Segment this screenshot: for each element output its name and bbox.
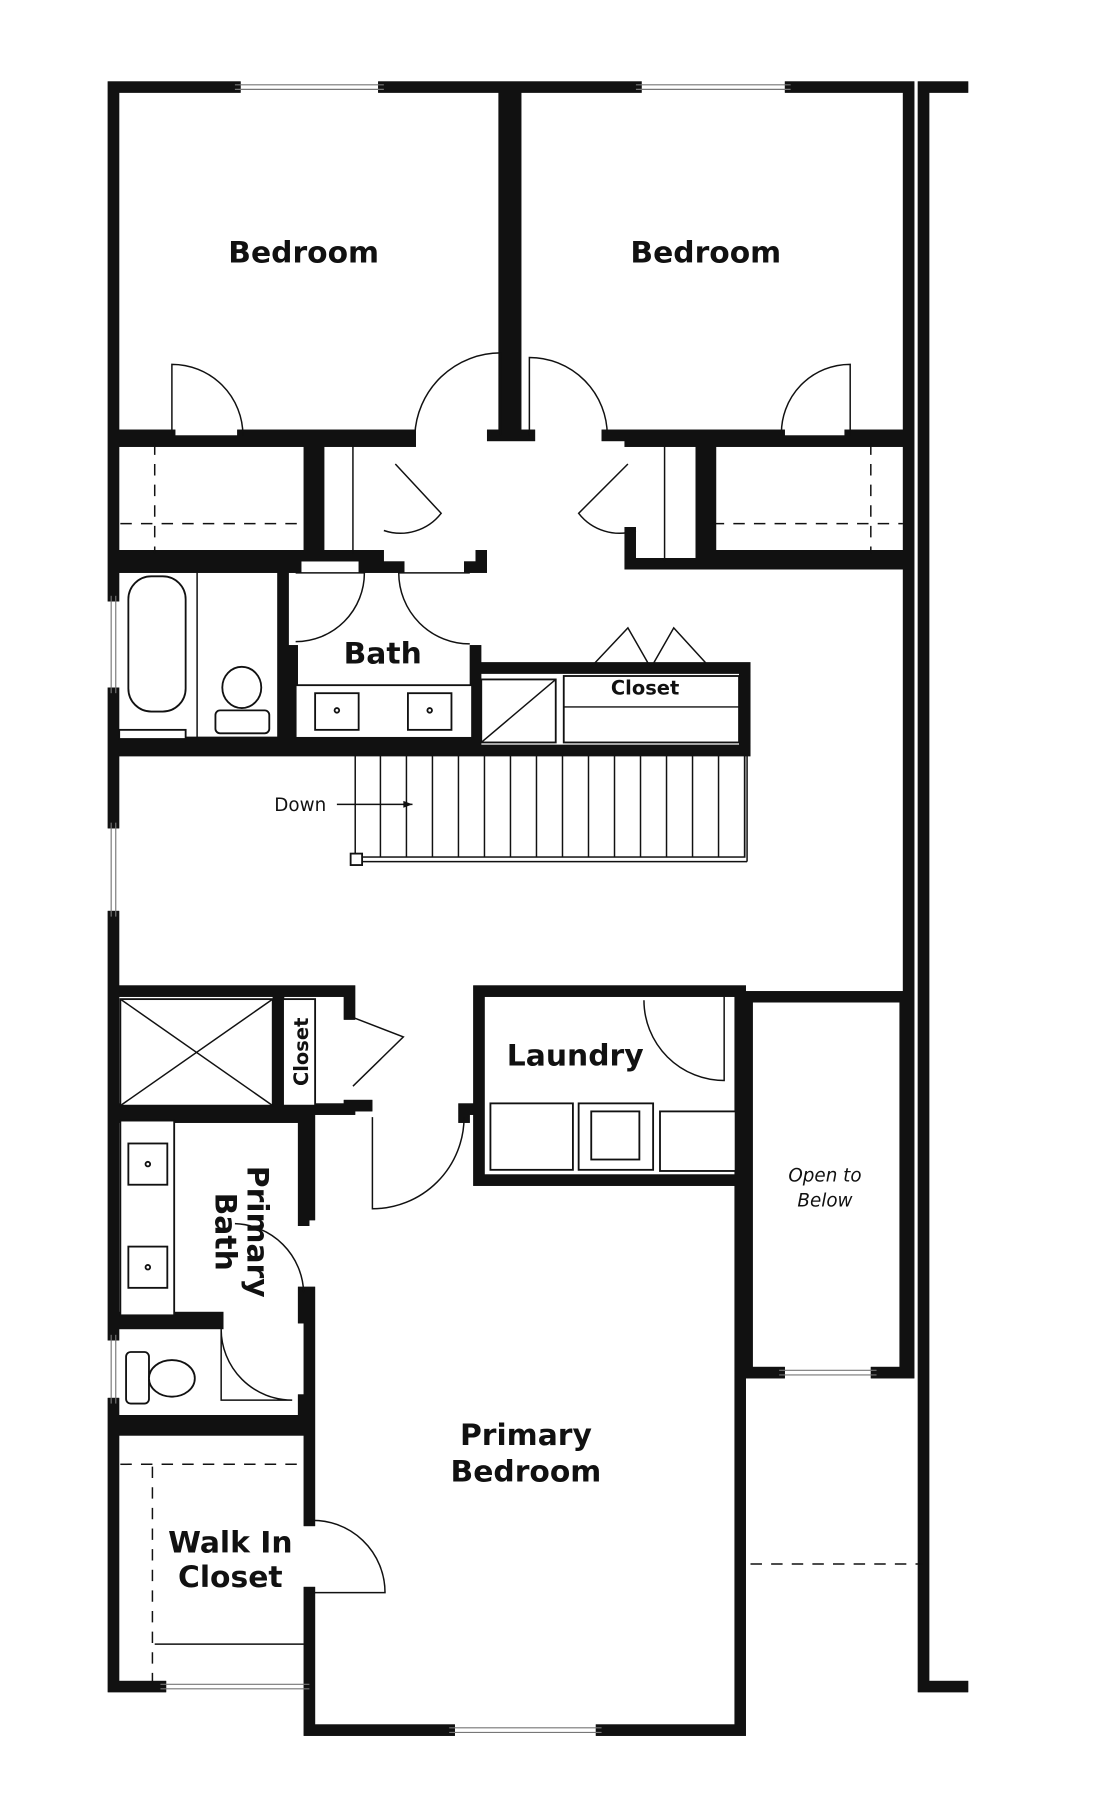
label-bedroom-2: Bedroom <box>630 235 781 270</box>
windows <box>110 84 877 1733</box>
washer-icon <box>489 1102 574 1171</box>
toilet-icon <box>221 665 263 710</box>
label-open-below-1: Open to <box>788 1165 861 1186</box>
stairs <box>336 753 748 866</box>
arrow-icon <box>403 800 413 808</box>
label-walk-in-2: Closet <box>178 1560 283 1595</box>
label-laundry: Laundry <box>507 1039 644 1074</box>
walls <box>113 87 969 1736</box>
doors <box>171 352 851 1594</box>
label-primary-bedroom-1: Primary <box>460 1418 592 1453</box>
label-primary-closet: Closet <box>290 1018 313 1086</box>
bathtub-icon <box>127 575 187 713</box>
label-bedroom-1: Bedroom <box>228 235 379 270</box>
label-walk-in-1: Walk In <box>168 1526 292 1561</box>
fixtures <box>118 443 923 1685</box>
label-primary-bedroom-2: Bedroom <box>451 1454 602 1489</box>
room-labels: Bedroom Bedroom Bath Closet Down Closet … <box>168 235 861 1595</box>
label-primary-bath-1: Primary <box>240 1166 275 1298</box>
label-hall-closet: Closet <box>611 676 679 699</box>
label-open-below-2: Below <box>797 1190 853 1211</box>
label-stairs-down: Down <box>274 795 326 816</box>
label-bath: Bath <box>344 636 422 671</box>
label-primary-bath-2: Bath <box>207 1193 242 1271</box>
